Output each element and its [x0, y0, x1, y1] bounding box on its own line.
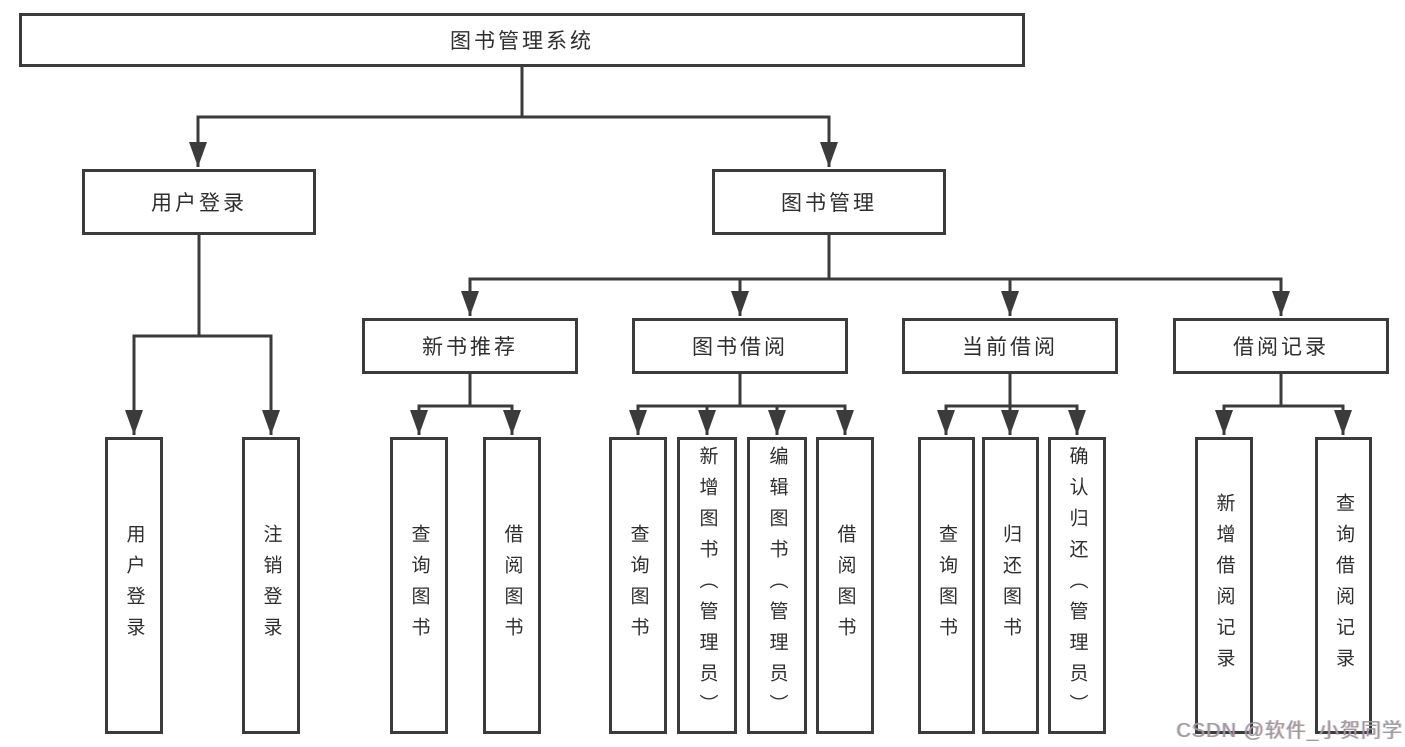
node-book-borrow: 图书借阅	[632, 318, 848, 374]
node-current-borrow: 当前借阅	[902, 318, 1118, 374]
leaf-label: 确认归还（管理员）	[1066, 446, 1088, 725]
node-new-book-recommend: 新书推荐	[362, 318, 578, 374]
leaf-borrow-books-recommend: 借阅图书	[483, 437, 541, 734]
leaf-label: 编辑图书（管理员）	[766, 446, 788, 725]
leaf-borrow-books: 借阅图书	[816, 437, 874, 734]
leaf-logout: 注销登录	[242, 437, 300, 734]
node-new-book-recommend-label: 新书推荐	[422, 336, 518, 359]
leaf-label: 归还图书	[1000, 523, 1021, 648]
leaf-label: 查询图书	[408, 523, 430, 648]
leaf-label: 新增图书（管理员）	[696, 446, 718, 725]
connector-current-borrow-to-leaves	[937, 374, 1086, 435]
leaf-query-books-recommend: 查询图书	[390, 437, 448, 734]
leaf-return-books: 归还图书	[982, 437, 1039, 734]
node-user-login: 用户登录	[82, 169, 316, 235]
leaf-label: 借阅图书	[501, 523, 523, 648]
leaf-label: 查询借阅记录	[1333, 492, 1354, 679]
node-borrow-records-label: 借阅记录	[1233, 336, 1329, 359]
leaf-label: 新增借阅记录	[1213, 492, 1235, 679]
leaf-add-borrow-record: 新增借阅记录	[1195, 437, 1253, 734]
leaf-edit-books-admin: 编辑图书（管理员）	[747, 437, 807, 734]
connector-new-books-to-leaves	[410, 374, 521, 435]
leaf-user-login: 用户登录	[105, 437, 163, 734]
node-book-management-label: 图书管理	[781, 192, 877, 215]
connector-borrow-records-to-leaves	[1215, 374, 1352, 435]
leaf-add-books-admin: 新增图书（管理员）	[677, 437, 737, 734]
connector-user-login-to-leaves	[125, 235, 280, 435]
node-borrow-records: 借阅记录	[1173, 318, 1389, 374]
node-root: 图书管理系统	[19, 13, 1025, 67]
watermark: CSDN @软件_小贺同学	[1176, 720, 1403, 742]
node-root-label: 图书管理系统	[450, 30, 594, 53]
leaf-confirm-return-admin: 确认归还（管理员）	[1048, 437, 1106, 734]
leaf-label: 借阅图书	[834, 523, 856, 648]
node-book-management: 图书管理	[712, 169, 946, 235]
leaf-query-borrow-record: 查询借阅记录	[1315, 437, 1372, 734]
leaf-query-books-borrow: 查询图书	[609, 437, 667, 734]
connector-root-to-level2	[189, 67, 838, 167]
leaf-label: 查询图书	[627, 523, 649, 648]
leaf-label: 注销登录	[260, 523, 282, 648]
leaf-label: 查询图书	[936, 523, 957, 648]
node-book-borrow-label: 图书借阅	[692, 336, 788, 359]
leaf-label: 用户登录	[123, 523, 145, 648]
connector-book-mgmt-to-level3	[461, 235, 1290, 316]
node-current-borrow-label: 当前借阅	[962, 336, 1058, 359]
connector-book-borrow-to-leaves	[629, 374, 854, 435]
node-user-login-label: 用户登录	[151, 192, 247, 215]
leaf-query-books-current: 查询图书	[918, 437, 975, 734]
